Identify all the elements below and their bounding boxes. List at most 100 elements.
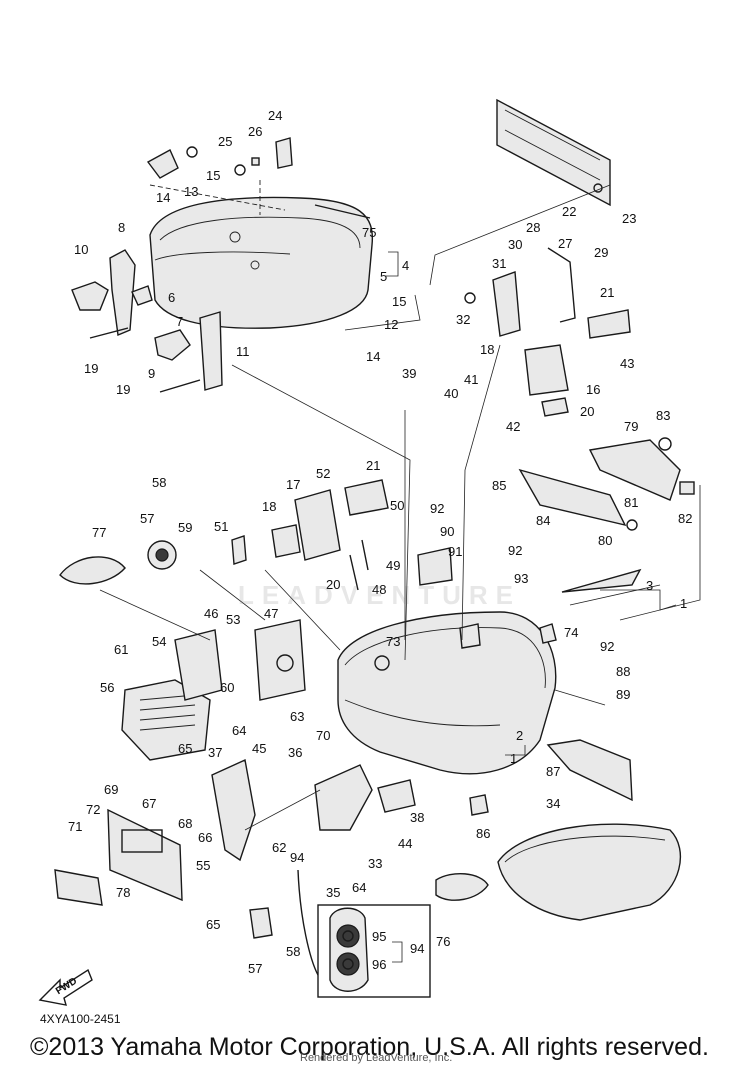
callout-34: 34 bbox=[546, 796, 560, 811]
callout-82: 82 bbox=[678, 511, 692, 526]
callout-42: 42 bbox=[506, 419, 520, 434]
callout-15: 15 bbox=[206, 168, 220, 183]
reflector-plate bbox=[496, 98, 611, 207]
fwd-arrow: FWD bbox=[38, 968, 93, 1006]
callout-69: 69 bbox=[104, 782, 118, 797]
callout-27: 27 bbox=[558, 236, 572, 251]
callout-4: 4 bbox=[402, 258, 409, 273]
callout-9: 9 bbox=[148, 366, 155, 381]
callout-92c: 92 bbox=[600, 639, 614, 654]
callout-87: 87 bbox=[546, 764, 560, 779]
callout-65: 65 bbox=[178, 741, 192, 756]
callout-59: 59 bbox=[178, 520, 192, 535]
callout-96: 96 bbox=[372, 957, 386, 972]
callout-49: 49 bbox=[386, 558, 400, 573]
callout-74: 74 bbox=[564, 625, 578, 640]
callout-29: 29 bbox=[594, 245, 608, 260]
callout-39: 39 bbox=[402, 366, 416, 381]
carrier-hinge-bars bbox=[518, 437, 695, 531]
callout-83: 83 bbox=[656, 408, 670, 423]
callout-66: 66 bbox=[198, 830, 212, 845]
callout-90: 90 bbox=[440, 524, 454, 539]
callout-52: 52 bbox=[316, 466, 330, 481]
drawing-code: 4XYA100-2451 bbox=[40, 1012, 121, 1026]
callout-15b: 15 bbox=[392, 294, 406, 309]
callout-37: 37 bbox=[208, 745, 222, 760]
callout-76: 76 bbox=[436, 934, 450, 949]
callout-85: 85 bbox=[492, 478, 506, 493]
callout-63: 63 bbox=[290, 709, 304, 724]
callout-50: 50 bbox=[390, 498, 404, 513]
callout-7: 7 bbox=[176, 314, 183, 329]
callout-70: 70 bbox=[316, 728, 330, 743]
callout-14: 14 bbox=[156, 190, 170, 205]
callout-86: 86 bbox=[476, 826, 490, 841]
callout-94: 94 bbox=[290, 850, 304, 865]
callout-30: 30 bbox=[508, 237, 522, 252]
callout-51: 51 bbox=[214, 519, 228, 534]
callout-43: 43 bbox=[620, 356, 634, 371]
trunk-body bbox=[337, 611, 557, 775]
callout-64: 64 bbox=[232, 723, 246, 738]
callout-72: 72 bbox=[86, 802, 100, 817]
callout-18: 18 bbox=[480, 342, 494, 357]
group-brackets bbox=[385, 251, 677, 963]
callout-21: 21 bbox=[600, 285, 614, 300]
callout-67: 67 bbox=[142, 796, 156, 811]
callout-75: 75 bbox=[362, 225, 376, 240]
callout-1b: 1 bbox=[510, 751, 517, 766]
callout-31: 31 bbox=[492, 256, 506, 271]
callout-89: 89 bbox=[616, 687, 630, 702]
copyright-notice: ©2013 Yamaha Motor Corporation, U.S.A. A… bbox=[30, 1033, 709, 1061]
callout-68: 68 bbox=[178, 816, 192, 831]
middle-brackets bbox=[231, 479, 453, 591]
callout-25: 25 bbox=[218, 134, 232, 149]
fwd-label: FWD bbox=[54, 976, 79, 997]
callout-6: 6 bbox=[168, 290, 175, 305]
callout-92: 92 bbox=[430, 501, 444, 516]
lower-left-panels bbox=[54, 758, 416, 939]
callout-91: 91 bbox=[448, 544, 462, 559]
callout-14b: 14 bbox=[366, 349, 380, 364]
callout-16: 16 bbox=[586, 382, 600, 397]
callout-26: 26 bbox=[248, 124, 262, 139]
callout-57: 57 bbox=[140, 511, 154, 526]
callout-19: 19 bbox=[84, 361, 98, 376]
callout-57b: 57 bbox=[248, 961, 262, 976]
callout-5: 5 bbox=[380, 269, 387, 284]
callout-24: 24 bbox=[268, 108, 282, 123]
callout-55: 55 bbox=[196, 858, 210, 873]
callout-92b: 92 bbox=[508, 543, 522, 558]
callout-94b: 94 bbox=[410, 941, 424, 956]
trunk-lid-assembly bbox=[149, 180, 374, 329]
callout-77: 77 bbox=[92, 525, 106, 540]
callout-88: 88 bbox=[616, 664, 630, 679]
callout-8: 8 bbox=[118, 220, 125, 235]
rendered-by-watermark: Rendered by LeadVenture, Inc. bbox=[300, 1052, 453, 1064]
callout-11: 11 bbox=[236, 344, 250, 359]
callout-58: 58 bbox=[152, 475, 166, 490]
left-hinge-parts bbox=[71, 249, 223, 393]
callout-13: 13 bbox=[184, 184, 198, 199]
callout-20b: 20 bbox=[326, 577, 340, 592]
callout-36: 36 bbox=[288, 745, 302, 760]
callout-18b: 18 bbox=[262, 499, 276, 514]
callout-71: 71 bbox=[68, 819, 82, 834]
callout-58b: 58 bbox=[286, 944, 300, 959]
callout-40: 40 bbox=[444, 386, 458, 401]
watermark-brand: LEADVENTURE bbox=[238, 580, 522, 610]
callout-2: 2 bbox=[516, 728, 523, 743]
callout-48: 48 bbox=[372, 582, 386, 597]
callout-numbers: 24 25 26 13 14 15 22 23 75 4 5 8 10 6 7 … bbox=[68, 108, 692, 976]
callout-79: 79 bbox=[624, 419, 638, 434]
callout-21b: 21 bbox=[366, 458, 380, 473]
callout-62: 62 bbox=[272, 840, 286, 855]
callout-84: 84 bbox=[536, 513, 550, 528]
assembly-guide-lines bbox=[99, 184, 701, 831]
callout-60: 60 bbox=[220, 680, 234, 695]
callout-46: 46 bbox=[204, 606, 218, 621]
callout-81: 81 bbox=[624, 495, 638, 510]
callout-38: 38 bbox=[410, 810, 424, 825]
callout-53: 53 bbox=[226, 612, 240, 627]
